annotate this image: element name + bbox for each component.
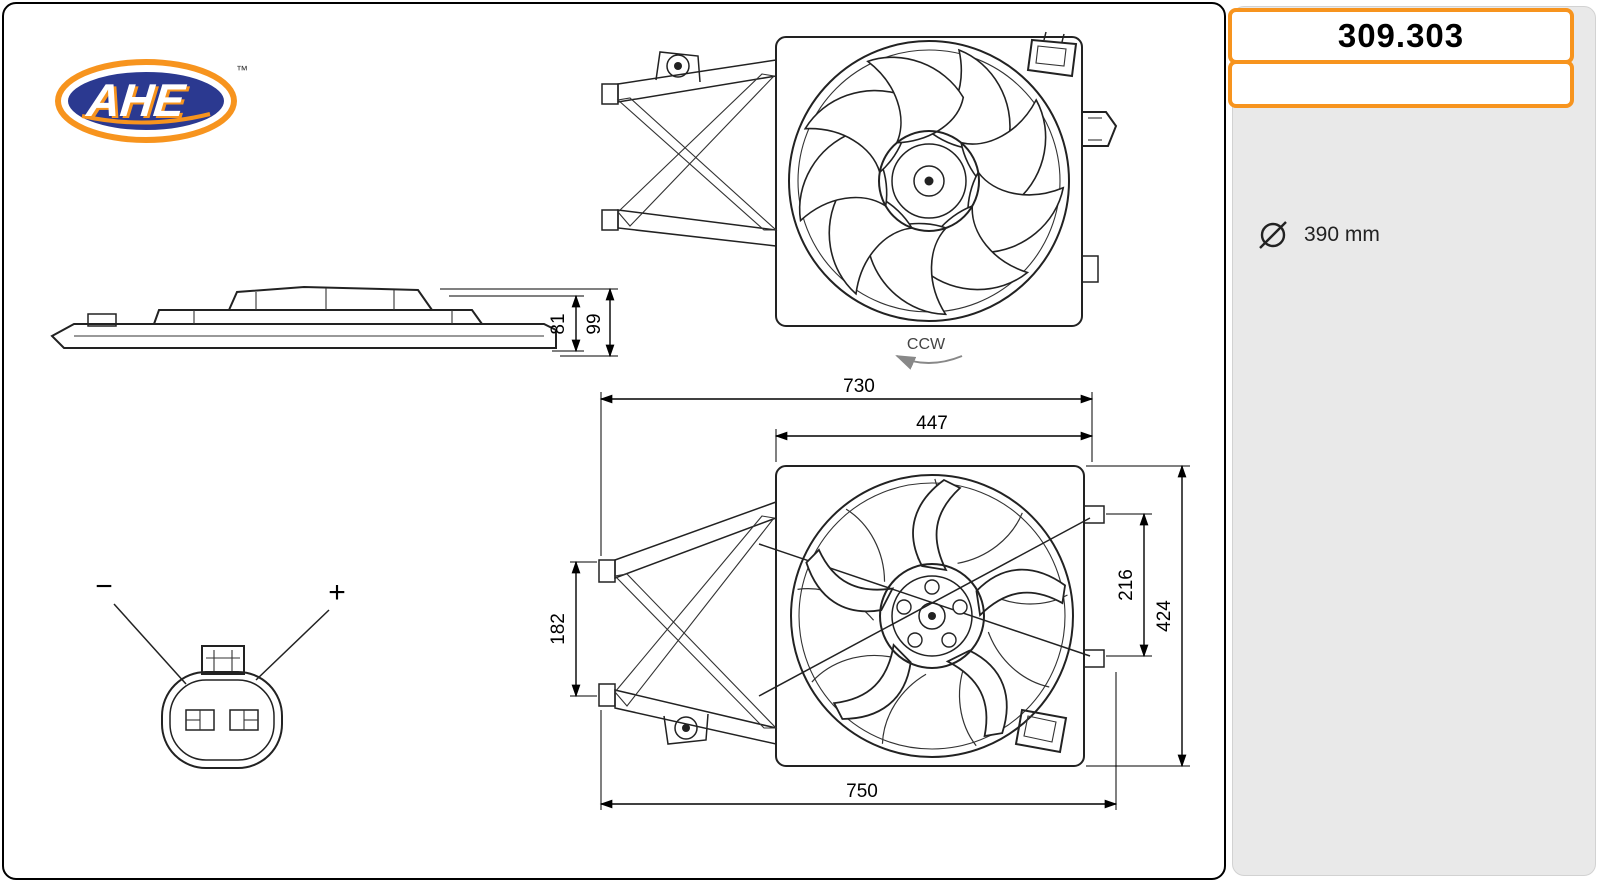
technical-drawing-canvas: AHE AHE ™ bbox=[50, 27, 1190, 810]
dimension-424: 424 bbox=[1086, 464, 1190, 768]
motor-connector-top bbox=[1026, 31, 1078, 78]
dimension-730: 730 bbox=[599, 376, 1094, 556]
dim-424-label: 424 bbox=[1154, 600, 1175, 632]
side-profile-base bbox=[50, 323, 557, 349]
mount-eyelet-bottom bbox=[663, 713, 709, 745]
connector-keying-tab bbox=[201, 645, 245, 675]
side-profile-platform bbox=[153, 309, 483, 325]
dimension-750: 750 bbox=[599, 672, 1118, 810]
side-profile-hump bbox=[228, 285, 433, 311]
fan-shroud-ring-outer bbox=[788, 40, 1070, 322]
polarity-minus-label: − bbox=[95, 570, 113, 603]
dim-216-label: 216 bbox=[1116, 569, 1137, 601]
connector-pin-left bbox=[185, 709, 215, 731]
fan-frame bbox=[775, 36, 1083, 327]
dim-447-label: 447 bbox=[916, 413, 948, 434]
assembly-hub-bolts bbox=[896, 579, 968, 648]
dimension-447: 447 bbox=[774, 413, 1094, 462]
minus-leader-line bbox=[113, 603, 187, 685]
dim-730-label: 730 bbox=[843, 376, 875, 397]
assembly-hub-outer bbox=[879, 563, 985, 669]
logo-outer-ring-icon bbox=[55, 59, 237, 143]
assembly-hub-cap bbox=[918, 602, 946, 630]
shroud-truss-top bbox=[601, 51, 778, 247]
secondary-reference-box bbox=[1228, 60, 1574, 108]
dimension-99: 99 bbox=[440, 287, 618, 358]
dim-81-label: 81 bbox=[548, 313, 569, 334]
fan-front-view: CCW bbox=[774, 27, 1118, 370]
connector-detail: − + bbox=[95, 570, 346, 769]
assembly-hub-inner bbox=[891, 575, 973, 657]
stay-diagonal-2 bbox=[758, 517, 1091, 697]
shroud-truss-bottom bbox=[598, 500, 778, 745]
diameter-spec: 390 mm bbox=[1256, 218, 1380, 252]
info-panel bbox=[1232, 6, 1596, 876]
assembly-hub-center bbox=[928, 612, 936, 620]
fan-hub-outer bbox=[878, 130, 980, 232]
side-profile-view: 81 99 bbox=[50, 285, 618, 358]
dimension-182: 182 bbox=[548, 560, 597, 698]
rotation-direction: CCW bbox=[895, 336, 963, 370]
fan-hub-cap bbox=[913, 165, 945, 197]
mount-eyelet-top bbox=[655, 51, 701, 83]
fan-hub-inner bbox=[891, 143, 967, 219]
assembly-ring-inner bbox=[798, 482, 1066, 750]
dim-750-label: 750 bbox=[846, 781, 878, 802]
motor-connector-bottom bbox=[1014, 708, 1068, 754]
connector-pin-right bbox=[229, 709, 259, 731]
assembly-spokes bbox=[795, 479, 1071, 744]
drawing-area: AHE AHE ™ bbox=[2, 2, 1226, 880]
connector-body-outer bbox=[161, 671, 283, 769]
dim-99-label: 99 bbox=[584, 313, 605, 334]
assembly-frame bbox=[775, 465, 1085, 767]
dimension-216: 216 bbox=[1106, 512, 1152, 658]
diameter-value: 390 mm bbox=[1304, 223, 1380, 246]
part-number-box: 309.303 bbox=[1228, 8, 1574, 64]
logo-oval-icon bbox=[64, 68, 228, 134]
fan-hub-center bbox=[924, 176, 934, 186]
assembly-ring-outer bbox=[790, 474, 1074, 758]
frame-side-bracket bbox=[1081, 111, 1118, 283]
part-number: 309.303 bbox=[1337, 17, 1465, 54]
connector-body-inner bbox=[169, 679, 275, 761]
logo-swoosh-icon bbox=[81, 112, 211, 125]
polarity-plus-label: + bbox=[328, 576, 346, 609]
svg-text:AHE: AHE bbox=[86, 76, 191, 128]
dimension-81: 81 bbox=[449, 294, 584, 353]
dim-182-label: 182 bbox=[548, 613, 569, 645]
trademark-symbol: ™ bbox=[236, 63, 248, 77]
diameter-icon bbox=[1259, 221, 1287, 249]
ccw-arrow-icon bbox=[895, 355, 963, 370]
brand-logo: AHE AHE ™ bbox=[55, 59, 248, 143]
assembly-rear-view bbox=[758, 465, 1105, 767]
right-tab-lower bbox=[1083, 649, 1105, 668]
logo-text: AHE bbox=[84, 74, 189, 126]
rotation-label: CCW bbox=[907, 336, 946, 353]
right-tab-upper bbox=[1083, 505, 1105, 524]
plus-leader-line bbox=[255, 609, 330, 681]
